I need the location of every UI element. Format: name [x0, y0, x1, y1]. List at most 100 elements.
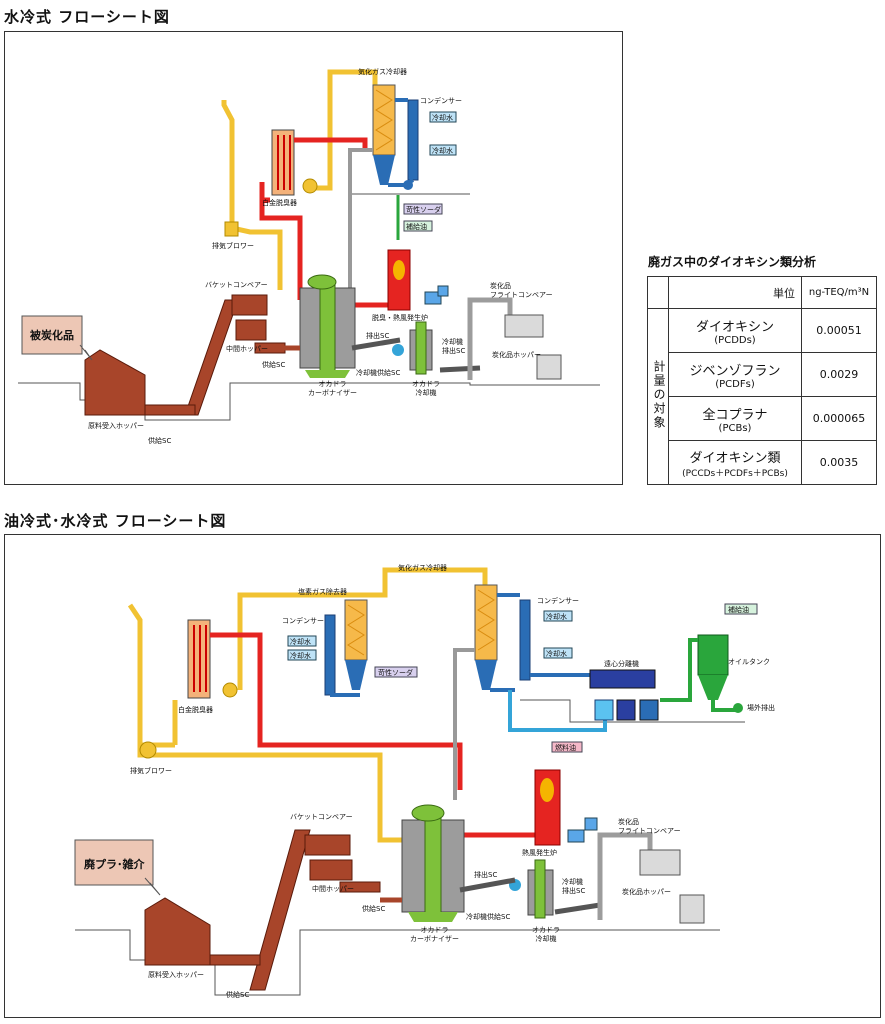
- bottom-oil-tank: [660, 634, 743, 713]
- row-name: ジベンゾフラン: [689, 363, 781, 379]
- top-label-okadora-cooler: オカドラ 冷却機: [412, 380, 440, 397]
- bottom-exhaust-blower: [139, 741, 157, 759]
- bottom-label-okadora-cooler: オカドラ 冷却機: [532, 926, 560, 943]
- analysis-row: 全コプラナ(PCBs) 0.000065: [648, 396, 877, 441]
- bottom-label-offsite: 場外排出: [747, 704, 775, 712]
- bottom-label-caustic: 苛性ソーダ: [378, 669, 413, 677]
- bottom-label-char-flight-conveyor: 炭化品 フライトコンベアー: [618, 818, 681, 835]
- top-input-label: 被炭化品: [30, 329, 74, 342]
- row-sub: (PCDDs): [714, 334, 756, 346]
- bottom-fuel-oil-tag: [551, 741, 583, 753]
- top-cool-water-tag-1: [429, 111, 457, 123]
- row-value: 0.0029: [801, 352, 877, 397]
- row-sub: (PCCDs＋PCDFs＋PCBs): [682, 468, 788, 479]
- top-label-feed-sc: 供給SC: [148, 437, 172, 445]
- bottom-cool-water-tag-3: [543, 610, 573, 622]
- bottom-cool-water-tag-4: [543, 647, 573, 659]
- bottom-screw-conveyors: [459, 877, 601, 915]
- row-name: ダイオキシン類: [689, 450, 781, 466]
- top-label-condenser: コンデンサー: [420, 97, 462, 105]
- bottom-cool-water-tag-2: [287, 649, 317, 661]
- row-name: 全コプラナ: [702, 407, 768, 423]
- bottom-cool-water-tag-1: [287, 635, 317, 647]
- top-label-furnace: 脱臭・熱風発生炉: [372, 314, 428, 322]
- top-condenser: [388, 98, 419, 190]
- bottom-hot-gas-pipe: [210, 632, 535, 838]
- bottom-label-oil-tank: オイルタンク: [728, 658, 770, 666]
- top-label-char-hopper: 炭化品ホッパー: [492, 351, 541, 359]
- bottom-label-gas-cooler: 気化ガス冷却器: [398, 564, 447, 572]
- top-label-cooler-discharge-sc: 冷却機 排出SC: [442, 338, 466, 355]
- top-pt-deodorizer: [271, 129, 318, 196]
- bottom-label-raw-hopper: 原料受入ホッパー: [148, 971, 204, 979]
- bottom-label-chlorine-remover: 塩素ガス除去器: [298, 588, 347, 596]
- bottom-makeup-oil-tag: [724, 603, 758, 615]
- bottom-label-mid-hopper: 中間ホッパー: [312, 885, 354, 893]
- bottom-caustic-tag: [374, 666, 418, 678]
- bottom-chlorine-remover: [344, 599, 368, 690]
- bottom-centrifuge: [589, 669, 659, 721]
- bottom-label-char-hopper: 炭化品ホッパー: [622, 888, 671, 896]
- top-furnace: [387, 249, 449, 311]
- top-label-gas-cooler: 気化ガス冷却器: [358, 68, 407, 76]
- top-okadora-cooler: [392, 321, 433, 375]
- bottom-label-cool-water-1: 冷却水: [290, 638, 311, 646]
- bottom-label-condenser-1: コンデンサー: [282, 617, 324, 625]
- row-name: ダイオキシン: [695, 319, 774, 335]
- top-label-cooler-feed-sc: 冷却機供給SC: [356, 369, 401, 377]
- unit-value: ng-TEQ/m³N: [801, 276, 877, 309]
- bottom-carbonizer: [401, 804, 465, 922]
- bottom-label-bucket-conveyor: バケットコンベアー: [290, 813, 353, 821]
- side-label: 計量の対象: [647, 308, 669, 485]
- bottom-label-pt-deodorizer: 白金脱臭器: [178, 706, 213, 714]
- analysis-table: 単位 ng-TEQ/m³N 計量の対象 ダイオキシン(PCDDs) 0.0005…: [647, 276, 877, 485]
- top-label-bucket-conveyor: バケットコンベアー: [205, 281, 268, 289]
- analysis-row: ダイオキシン類 (PCCDs＋PCDFs＋PCBs) 0.0035: [648, 440, 877, 485]
- bottom-label-cooler-feed-sc: 冷却機供給SC: [466, 913, 511, 921]
- row-sub: (PCBs): [718, 422, 752, 434]
- bottom-label-fuel-oil: 燃料油: [555, 744, 576, 752]
- bottom-label-feed-sc: 供給SC: [226, 991, 250, 999]
- top-flowsheet-title: 水冷式 フローシート図: [4, 8, 170, 26]
- bottom-furnace: [534, 769, 598, 846]
- analysis-header-row: 単位 ng-TEQ/m³N: [647, 276, 877, 309]
- top-label-raw-hopper: 原料受入ホッパー: [88, 422, 144, 430]
- top-label-exhaust-blower: 排気ブロワー: [212, 242, 254, 250]
- analysis-row: 計量の対象 ダイオキシン(PCDDs) 0.00051: [647, 308, 877, 485]
- unit-header: 単位: [668, 276, 802, 309]
- bottom-label-feed-sc-mid: 供給SC: [362, 905, 386, 913]
- top-label-makeup-oil: 補給油: [406, 223, 427, 231]
- bottom-ground-line: [75, 699, 745, 996]
- top-label-feed-sc-mid: 供給SC: [262, 361, 286, 369]
- bottom-gas-return-pipe: [453, 648, 475, 800]
- row-sub: (PCDFs): [715, 378, 755, 390]
- top-gas-return-pipe: [348, 148, 373, 300]
- top-label-caustic: 苛性ソーダ: [406, 206, 441, 214]
- bottom-label-cool-water-4: 冷却水: [546, 650, 567, 658]
- bottom-label-cooler-discharge-sc: 冷却機 排出SC: [562, 878, 586, 895]
- bottom-raw-hopper: [144, 897, 261, 966]
- top-caustic-tag: [403, 203, 443, 215]
- top-label-char-flight-conveyor: 炭化品 フライトコンベアー: [490, 282, 553, 299]
- bottom-gas-cooler: [474, 584, 498, 690]
- top-label-cool-water-1: 冷却水: [432, 114, 453, 122]
- top-input-callout: [21, 315, 93, 361]
- bottom-return-water-line: [508, 690, 607, 732]
- row-value: 0.00051: [801, 308, 877, 353]
- bottom-label-cool-water-3: 冷却水: [546, 613, 567, 621]
- row-value: 0.000065: [801, 396, 877, 441]
- bottom-label-furnace: 熱風発生炉: [522, 849, 557, 857]
- bottom-okadora-cooler: [509, 859, 554, 919]
- bottom-pt-deodorizer: [187, 619, 238, 699]
- top-label-cool-water-2: 冷却水: [432, 147, 453, 155]
- row-value: 0.0035: [801, 440, 877, 485]
- top-label-pt-deodorizer: 白金脱臭器: [262, 199, 297, 207]
- bottom-flowsheet-title: 油冷式･水冷式 フローシート図: [4, 512, 227, 530]
- top-screw-conveyors: [351, 337, 481, 373]
- top-carbonizer: [299, 274, 356, 378]
- top-raw-hopper: [84, 349, 196, 416]
- bottom-label-exhaust-blower: 排気ブロワー: [130, 767, 172, 775]
- bottom-char-conveyor: [597, 832, 705, 924]
- top-makeup-oil-tag: [403, 220, 433, 232]
